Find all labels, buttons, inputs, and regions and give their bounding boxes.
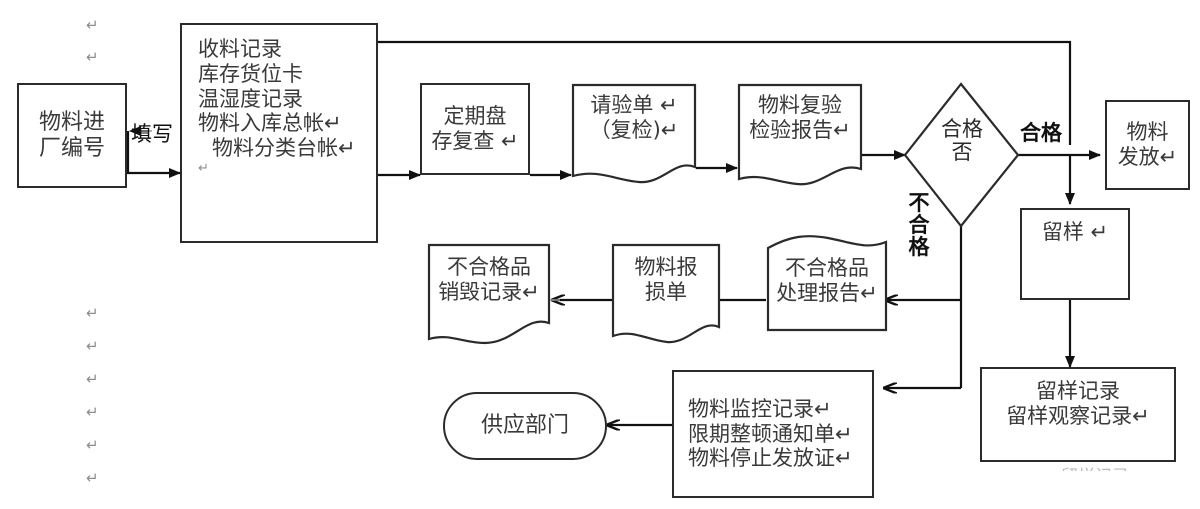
decision-label: 合格 否 <box>934 117 990 165</box>
fail-char: 格 <box>908 235 930 260</box>
node-line: （复检)↵ <box>589 117 679 142</box>
node-line: 损单 <box>645 279 687 304</box>
paragraph-mark: ↵ <box>86 304 99 322</box>
decision-diamond <box>903 82 1020 228</box>
node-retain-sample-record[interactable]: 留样记录 留样观察记录↵ <box>980 367 1176 462</box>
node-line: 物料进 <box>38 109 105 135</box>
node-records[interactable]: 收料记录 库存货位卡 温湿度记录 物料入库总帐↵ 物料分类台帐↵ ↵ <box>180 23 378 243</box>
edge-label-pass: 合格 <box>1020 121 1062 145</box>
paragraph-mark: ↵ <box>86 403 99 421</box>
node-reinspection-report[interactable]: 物料复验 检验报告↵ <box>737 83 863 191</box>
paragraph-mark: ↵ <box>86 436 99 454</box>
node-line: ↵ <box>198 160 209 176</box>
node-nonconform-report[interactable]: 不合格品 处理报告↵ <box>766 232 888 332</box>
node-line: 销毁记录↵ <box>438 279 540 304</box>
node-line: 否 <box>951 140 973 165</box>
paragraph-mark: ↵ <box>86 337 99 355</box>
node-line: 收料记录 <box>198 37 282 61</box>
node-cutoff-box: 留样记录 <box>1010 462 1180 471</box>
document-shape <box>737 83 863 186</box>
edge-label-fail: 不 合 格 <box>906 192 932 258</box>
node-line: 厂编号 <box>38 135 105 161</box>
paragraph-mark: ↵ <box>86 469 99 487</box>
fail-char: 合 <box>908 213 930 238</box>
node-line: 物料监控记录↵ <box>688 396 832 421</box>
node-line: 物料复验 <box>758 93 842 117</box>
node-line: 温湿度记录 <box>198 86 303 111</box>
node-line: 物料分类台帐↵ <box>212 136 356 161</box>
node-material-issue[interactable]: 物料 发放↵ <box>1105 100 1190 190</box>
node-monitor-records[interactable]: 物料监控记录↵ 限期整顿通知单↵ 物料停止发放证↵ <box>672 370 874 498</box>
node-destroy-record[interactable]: 不合格品 销毁记录↵ <box>427 243 551 350</box>
paragraph-mark: ↵ <box>86 48 99 66</box>
node-line: 合格 <box>941 117 983 141</box>
node-line: 物料停止发放证↵ <box>688 446 853 471</box>
node-line: 物料报 <box>634 255 698 279</box>
document-shape <box>611 243 721 344</box>
node-line: 不合格品 <box>785 256 869 280</box>
node-line: 存复查 ↵ <box>431 129 519 153</box>
node-periodic-check[interactable]: 定期盘 存复查 ↵ <box>420 83 530 175</box>
node-line: 留样观察记录↵ <box>1006 403 1150 428</box>
document-shape <box>766 235 888 332</box>
node-line: 物料入库总帐↵ <box>198 111 342 136</box>
node-line: 处理报告↵ <box>776 280 878 305</box>
node-line: 留样记录 <box>1036 379 1120 403</box>
node-line: 请验单 ↵ <box>590 93 678 117</box>
node-inspection-request[interactable]: 请验单 ↵ （复检)↵ <box>571 83 697 188</box>
edge-label-fill-in: 填写 <box>131 122 173 146</box>
paragraph-mark: ↵ <box>86 370 99 388</box>
node-line: 限期整顿通知单↵ <box>688 421 853 446</box>
node-line: 定期盘 <box>443 104 507 129</box>
edge-records-top-route <box>378 40 1072 145</box>
node-line: 不合格品 <box>447 255 531 279</box>
node-retain-sample[interactable]: 留样 ↵ <box>1020 208 1130 300</box>
node-supply-department[interactable]: 供应部门 <box>443 392 607 460</box>
node-line: 留样 ↵ <box>1041 220 1109 244</box>
node-line: 检验报告↵ <box>749 117 851 142</box>
node-material-entry[interactable]: 物料进 厂编号 <box>17 83 127 188</box>
node-line: 供应部门 <box>480 413 569 439</box>
node-line: 物料 <box>1126 120 1169 145</box>
node-line: 库存货位卡 <box>198 61 303 86</box>
fail-char: 不 <box>908 191 930 215</box>
node-line: 发放↵ <box>1117 145 1178 169</box>
document-shape <box>427 243 551 345</box>
paragraph-mark: ↵ <box>86 16 99 34</box>
document-shape <box>571 83 697 184</box>
node-material-loss-note[interactable]: 物料报 损单 <box>611 243 721 348</box>
